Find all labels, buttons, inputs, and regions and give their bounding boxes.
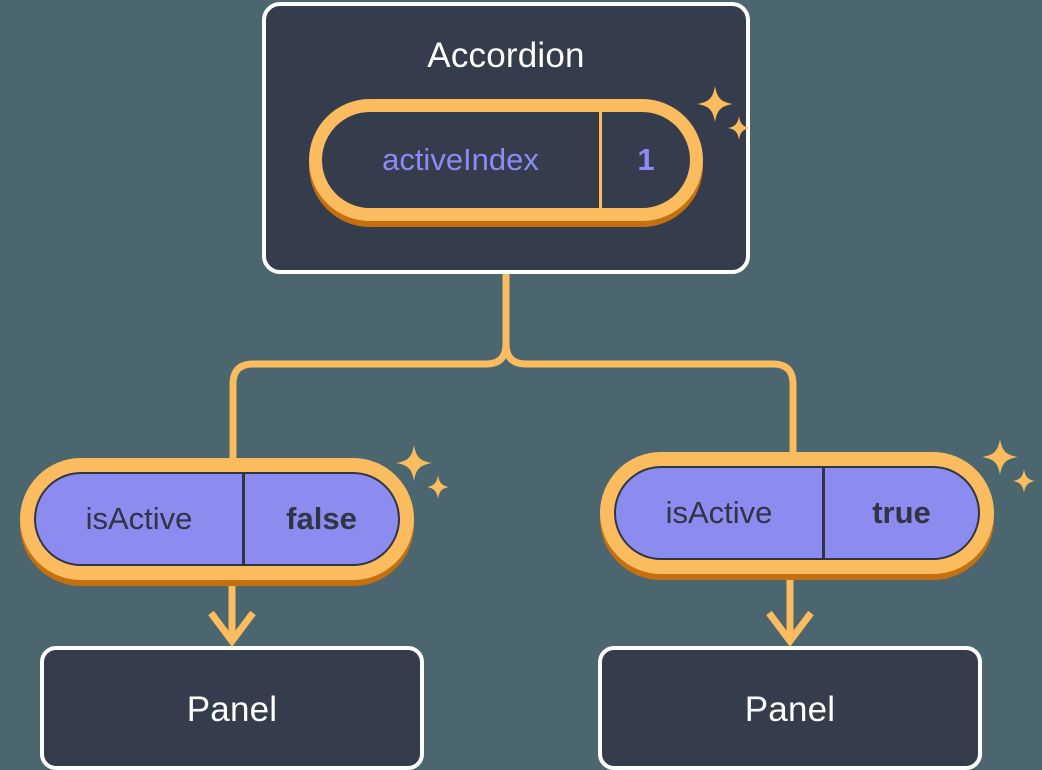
sparkle-small-icon bbox=[1013, 469, 1035, 493]
state-key-label: activeIndex bbox=[322, 112, 602, 208]
component-node-panel-right[interactable]: Panel bbox=[598, 646, 982, 770]
state-value-label: true bbox=[872, 495, 931, 530]
page-title: Accordion bbox=[427, 36, 585, 75]
state-pill-isactive-false[interactable]: isActive false bbox=[20, 458, 414, 586]
pill-inner: isActive false bbox=[34, 472, 400, 566]
sparkle-icon bbox=[982, 439, 1018, 475]
state-pill-isactive-true[interactable]: isActive true bbox=[600, 452, 994, 580]
state-key-label: isActive bbox=[616, 468, 825, 558]
state-pill-activeindex[interactable]: activeIndex 1 bbox=[309, 99, 703, 227]
branch-connector-icon bbox=[229, 270, 510, 466]
sparkle-small-icon bbox=[427, 475, 449, 499]
sparkle-icon bbox=[396, 445, 432, 481]
state-value-label: 1 bbox=[637, 142, 655, 177]
arrow-down-icon-right bbox=[766, 570, 814, 647]
pill-inner: activeIndex 1 bbox=[322, 112, 690, 208]
panel-title-right: Panel bbox=[744, 690, 836, 729]
state-value-label: false bbox=[286, 501, 357, 536]
branch-connector-icon-right bbox=[502, 270, 797, 460]
state-key-label: isActive bbox=[36, 474, 245, 564]
panel-title-left: Panel bbox=[186, 690, 278, 729]
pill-inner: isActive true bbox=[614, 466, 980, 560]
component-node-panel-left[interactable]: Panel bbox=[40, 646, 424, 770]
